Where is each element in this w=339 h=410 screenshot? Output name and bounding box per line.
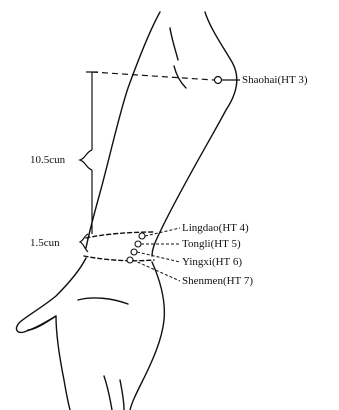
arm-outline-left	[86, 12, 160, 248]
shaohai-point	[215, 77, 222, 84]
finger-line-2	[120, 380, 124, 410]
shaohai-guide-line	[92, 72, 214, 80]
lingdao-label: Lingdao(HT 4)	[182, 222, 249, 234]
palm-crease	[78, 298, 128, 304]
measure-brace-10-5	[80, 150, 92, 170]
shaohai-label: Shaohai(HT 3)	[242, 74, 307, 86]
wrist-crease-lower	[84, 256, 154, 261]
shenmen-leader	[133, 260, 180, 281]
measure-label-10-5: 10.5cun	[30, 154, 65, 166]
shenmen-point	[127, 257, 133, 263]
hand-outline	[17, 258, 86, 410]
palm-right	[130, 262, 164, 410]
yingxi-point	[131, 249, 137, 255]
shenmen-label: Shenmen(HT 7)	[182, 275, 253, 287]
yingxi-label: Yingxi(HT 6)	[182, 256, 242, 268]
finger-line-1	[104, 376, 112, 410]
arm-outline-right	[152, 12, 237, 256]
lingdao-point	[139, 233, 145, 239]
elbow-skin-fold	[170, 28, 178, 60]
tongli-label: Tongli(HT 5)	[182, 238, 241, 250]
tongli-point	[135, 241, 141, 247]
measure-label-1-5: 1.5cun	[30, 237, 60, 249]
thumb	[28, 316, 56, 330]
